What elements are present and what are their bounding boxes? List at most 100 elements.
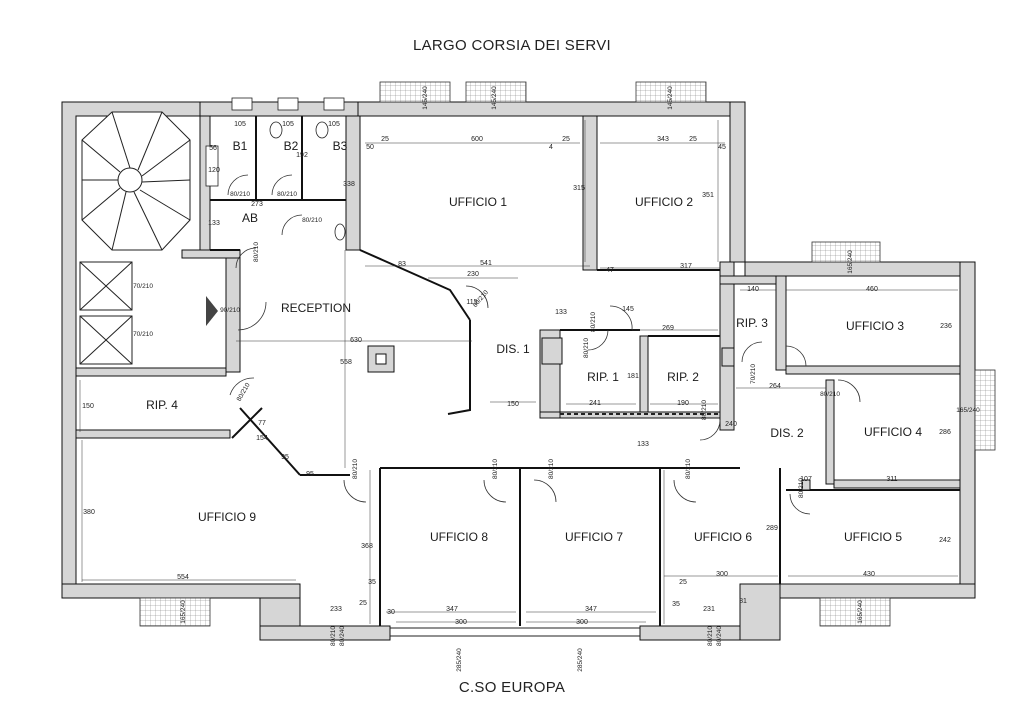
room-label-rip4: RIP. 4 <box>146 398 178 412</box>
dim-label: 25 <box>359 600 367 607</box>
dim-label: 242 <box>939 537 951 544</box>
dim-label: 181 <box>627 373 639 380</box>
door-label: 80/210 <box>492 459 499 479</box>
room-label-b1: B1 <box>233 139 248 153</box>
door-label: 80/210 <box>707 626 714 646</box>
dim-label: 264 <box>769 383 781 390</box>
dim-label: 140 <box>747 286 759 293</box>
dim-label: 300 <box>576 619 588 626</box>
dim-label: 50 <box>366 144 374 151</box>
room-label-rip3: RIP. 3 <box>736 316 768 330</box>
room-label-ufficio9: UFFICIO 9 <box>198 510 256 524</box>
door-label: 80/210 <box>685 459 692 479</box>
dim-label: 133 <box>208 220 220 227</box>
room-label-ufficio3: UFFICIO 3 <box>846 319 904 333</box>
dim-label: 430 <box>863 571 875 578</box>
bathroom-fixtures <box>205 97 346 241</box>
dim-label: 192 <box>296 152 308 159</box>
door-label: 80/210 <box>352 459 359 479</box>
street-label-top: LARGO CORSIA DEI SERVI <box>412 37 612 54</box>
room-label-ufficio8: UFFICIO 8 <box>430 530 488 544</box>
door-labels: 80/210 80/210 80/210 80/210 70/210 70/21… <box>133 191 840 646</box>
dim-label: 241 <box>589 400 601 407</box>
stairwell <box>81 111 191 251</box>
dim-label: 150 <box>507 401 519 408</box>
front-windows <box>390 627 640 637</box>
dim-label: 630 <box>350 337 362 344</box>
columns <box>367 337 811 491</box>
door-label: 80/210 <box>590 312 597 332</box>
door-label: 70/210 <box>133 331 153 338</box>
room-label-ufficio7: UFFICIO 7 <box>565 530 623 544</box>
door-label: 80/210 <box>277 191 297 198</box>
door-label: 70/210 <box>750 364 757 384</box>
door-swings <box>227 174 861 515</box>
room-label-b2: B2 <box>284 139 299 153</box>
door-label: 80/240 <box>339 626 346 646</box>
window-label: 145/240 <box>491 86 498 110</box>
dim-label: 289 <box>766 525 778 532</box>
door-label: 80/210 <box>583 338 590 358</box>
dim-label: 45 <box>718 144 726 151</box>
window-label: 165/240 <box>857 600 864 624</box>
window-label: 285/240 <box>456 648 463 672</box>
dim-label: 35 <box>368 579 376 586</box>
room-label-ufficio6: UFFICIO 6 <box>694 530 752 544</box>
dim-label: 236 <box>940 323 952 330</box>
door-label: 90/210 <box>220 307 240 314</box>
room-label-dis1: DIS. 1 <box>496 342 530 356</box>
window-label: 165/240 <box>847 250 854 274</box>
balconies <box>139 81 996 627</box>
window-labels: 145/240 145/240 145/240 165/240 165/240 … <box>180 86 980 672</box>
dim-label: 107 <box>800 476 812 483</box>
window-label: 145/240 <box>422 86 429 110</box>
dim-label: 233 <box>330 606 342 613</box>
dim-label: 35 <box>672 601 680 608</box>
dim-label: 351 <box>702 192 714 199</box>
room-label-ufficio1: UFFICIO 1 <box>449 195 507 209</box>
door-label: 80/210 <box>253 242 260 262</box>
dim-label: 286 <box>939 429 951 436</box>
room-label-b3: B3 <box>333 139 348 153</box>
dim-label: 105 <box>328 121 340 128</box>
stair-arrow-icon <box>206 296 218 326</box>
dim-label: 311 <box>886 476 897 483</box>
room-label-reception: RECEPTION <box>281 301 351 315</box>
dim-label: 47 <box>606 267 614 274</box>
door-label: 80/210 <box>548 459 555 479</box>
dim-label: 317 <box>680 263 692 270</box>
door-label: 80/240 <box>716 626 723 646</box>
street-label-bottom: C.SO EUROPA <box>458 679 566 696</box>
room-label-dis2: DIS. 2 <box>770 426 804 440</box>
dim-label: 269 <box>662 325 674 332</box>
dim-label: 4 <box>549 144 553 151</box>
dim-label: 154 <box>256 435 268 442</box>
dim-label: 315 <box>573 185 585 192</box>
door-label: 80/210 <box>302 217 322 224</box>
dim-label: 230 <box>467 271 479 278</box>
dim-label: 190 <box>677 400 689 407</box>
window-label: 285/240 <box>577 648 584 672</box>
dim-label: 541 <box>480 260 492 267</box>
door-label: 80/210 <box>230 191 250 198</box>
dim-label: 95 <box>281 454 289 461</box>
room-label-ufficio4: UFFICIO 4 <box>864 425 922 439</box>
door-label: 70/210 <box>133 283 153 290</box>
dim-label: 558 <box>340 359 352 366</box>
dim-label: 25 <box>679 579 687 586</box>
window-label: 165/240 <box>180 600 187 624</box>
dim-label: 338 <box>343 181 355 188</box>
dim-label: 105 <box>234 121 246 128</box>
dim-label: 145 <box>622 306 634 313</box>
dim-label: 240 <box>725 421 737 428</box>
dim-label: 300 <box>716 571 728 578</box>
room-label-ufficio2: UFFICIO 2 <box>635 195 693 209</box>
room-label-rip1: RIP. 1 <box>587 370 619 384</box>
door-label: 80/210 <box>820 391 840 398</box>
interior-partitions <box>210 116 960 626</box>
window-label: 165/240 <box>956 407 980 414</box>
dim-label: 83 <box>398 261 406 268</box>
dim-label: 380 <box>83 509 95 516</box>
dim-label: 25 <box>562 136 570 143</box>
